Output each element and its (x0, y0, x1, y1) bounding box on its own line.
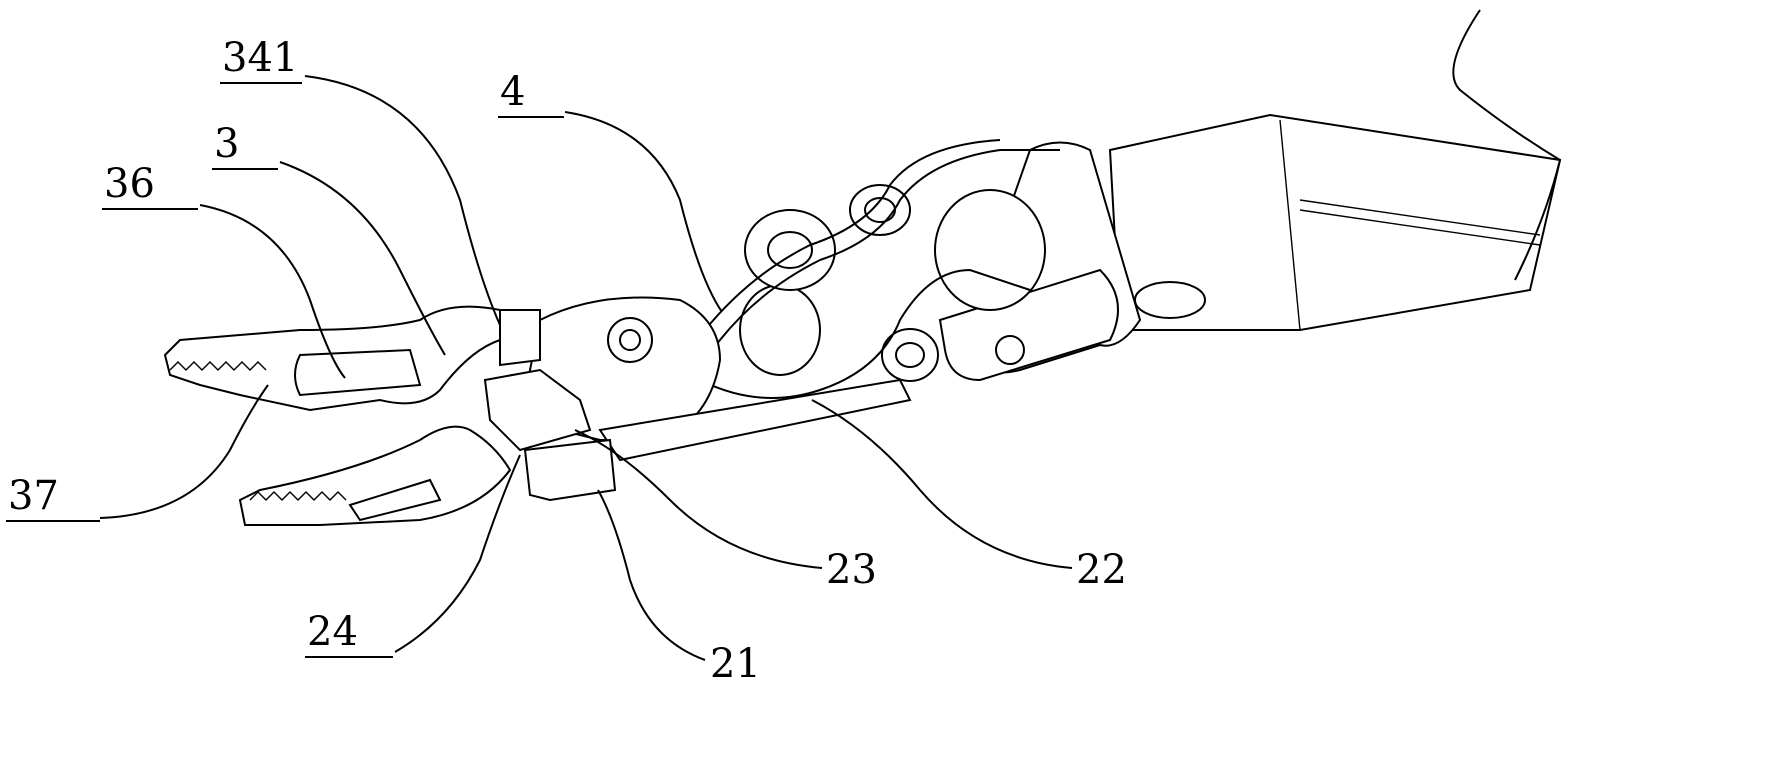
label-24: 24 (305, 612, 393, 658)
label-22: 22 (1076, 550, 1127, 590)
label-3: 3 (212, 124, 278, 170)
label-36: 36 (102, 164, 198, 210)
label-341: 341 (220, 38, 302, 84)
label-21: 21 (710, 644, 761, 684)
label-23: 23 (826, 550, 877, 590)
lower-jaw (240, 427, 510, 525)
clevis (485, 298, 910, 501)
label-37: 37 (6, 476, 100, 522)
label-4: 4 (498, 72, 564, 118)
